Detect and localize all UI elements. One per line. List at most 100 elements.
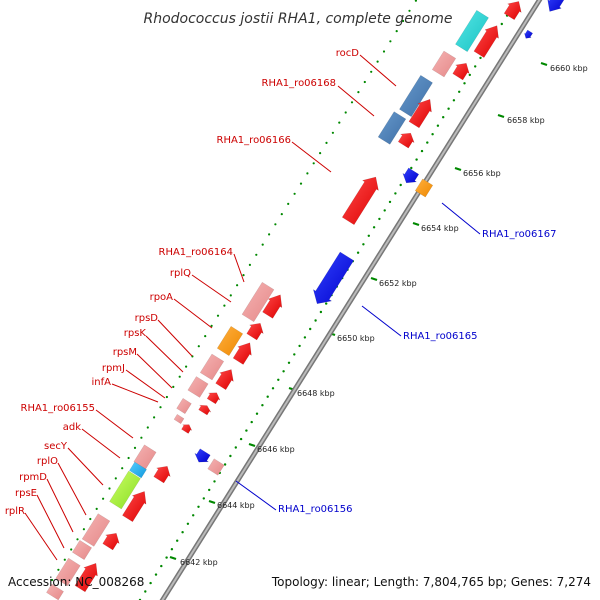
gene-RHA1_ro06168[interactable] xyxy=(377,111,407,145)
gene-label-rpsM[interactable]: rpsM xyxy=(113,347,137,358)
gene-feature[interactable] xyxy=(215,369,234,391)
gene-feature[interactable] xyxy=(74,562,98,593)
ruler-dot xyxy=(388,200,392,204)
strand-dot xyxy=(319,152,322,155)
strand-dot xyxy=(261,243,264,246)
label-leader xyxy=(125,369,166,399)
gene-label-rpmD[interactable]: rpmD xyxy=(19,472,47,483)
gene-label-RHA1_ro06166[interactable]: RHA1_ro06166 xyxy=(217,135,292,146)
gene-rocD[interactable] xyxy=(399,74,433,118)
gene-feature[interactable] xyxy=(431,50,457,78)
ruler-tick xyxy=(497,113,505,119)
gene-rplO[interactable] xyxy=(81,513,111,547)
strand-dot xyxy=(197,345,200,348)
strand-dot xyxy=(395,30,398,33)
label-leader xyxy=(235,480,277,511)
gene-RHA1_ro06165[interactable] xyxy=(312,251,355,304)
gene-label-RHA1_ro06155[interactable]: RHA1_ro06155 xyxy=(21,403,96,414)
gene-feature[interactable] xyxy=(408,98,432,129)
ruler-tick xyxy=(248,442,256,448)
gene-feature[interactable] xyxy=(206,392,221,405)
gene-feature[interactable] xyxy=(503,1,522,21)
gene-feature[interactable] xyxy=(246,322,264,341)
ruler-dot xyxy=(213,480,216,483)
gene-label-secY[interactable]: secY xyxy=(44,441,68,452)
ruler-dot xyxy=(447,107,450,110)
gene-feature[interactable] xyxy=(181,424,193,434)
gene-feature[interactable] xyxy=(102,532,120,551)
gene-label-RHA1_ro06156[interactable]: RHA1_ro06156 xyxy=(278,504,353,515)
gene-feature[interactable] xyxy=(523,29,534,39)
gene-feature[interactable] xyxy=(397,132,415,149)
gene-label-rocD[interactable]: rocD xyxy=(336,48,360,59)
gene-feature[interactable] xyxy=(262,294,283,319)
strand-dot xyxy=(95,507,98,510)
strand-dot xyxy=(76,538,79,541)
gene-secY[interactable] xyxy=(109,470,141,510)
strand-dot xyxy=(306,172,309,175)
gene-feature[interactable] xyxy=(207,458,225,476)
gene-feature[interactable] xyxy=(232,342,252,365)
gene-cyan-feature[interactable] xyxy=(455,9,489,53)
gene-rpmD[interactable] xyxy=(71,539,93,561)
gene-rpsD[interactable] xyxy=(187,376,209,398)
ruler-tick-label: 6644 kbp xyxy=(217,501,255,510)
ruler-dot xyxy=(415,158,418,161)
genome-backbone-highlight xyxy=(161,0,541,600)
strand-dot xyxy=(50,578,54,582)
ruler-dot xyxy=(319,310,323,314)
gene-infA[interactable] xyxy=(173,413,185,425)
label-leader xyxy=(441,202,481,235)
gene-feature[interactable] xyxy=(153,465,171,484)
gene-label-rplQ[interactable]: rplQ xyxy=(170,268,191,279)
ruler-dot xyxy=(431,133,434,136)
gene-rplQ[interactable] xyxy=(216,325,244,357)
gene-rplR[interactable] xyxy=(46,583,64,600)
gene-RHA1_ro06156[interactable] xyxy=(194,448,211,463)
gene-label-RHA1_ro06168[interactable]: RHA1_ro06168 xyxy=(262,78,337,89)
ruler-tick-label: 6648 kbp xyxy=(297,389,335,398)
gene-feature[interactable] xyxy=(402,167,420,184)
ruler-dot xyxy=(383,209,386,212)
label-leader xyxy=(24,512,58,561)
gene-label-RHA1_ro06164[interactable]: RHA1_ro06164 xyxy=(159,247,234,258)
gene-label-infA[interactable]: infA xyxy=(92,377,112,388)
gene-RHA1_ro06164[interactable] xyxy=(241,281,275,323)
gene-RHA1_ro06166[interactable] xyxy=(341,176,379,226)
ruler-dot xyxy=(367,234,370,237)
gene-label-rpoA[interactable]: rpoA xyxy=(150,292,174,303)
gene-feature[interactable] xyxy=(473,25,499,58)
gene-feature[interactable] xyxy=(547,0,566,12)
gene-label-adk[interactable]: adk xyxy=(63,422,81,433)
label-leader xyxy=(46,478,74,533)
gene-RHA1_ro06167[interactable] xyxy=(414,178,434,198)
strand-dot xyxy=(146,426,149,429)
strand-dot xyxy=(178,375,181,378)
ruler-dot xyxy=(500,22,503,26)
gene-feature[interactable] xyxy=(198,404,212,416)
ruler-dot xyxy=(261,404,264,407)
label-leader xyxy=(81,428,121,459)
gene-rpsK[interactable] xyxy=(176,397,192,415)
gene-feature[interactable] xyxy=(452,62,470,81)
label-leader xyxy=(57,462,87,516)
gene-label-rpsD[interactable]: rpsD xyxy=(135,313,159,324)
gene-rpoA[interactable] xyxy=(199,353,225,381)
gene-rpsE[interactable] xyxy=(55,557,81,587)
gene-label-RHA1_ro06167[interactable]: RHA1_ro06167 xyxy=(482,229,557,240)
ruler-tick-label: 6660 kbp xyxy=(550,64,588,73)
gene-feature[interactable] xyxy=(122,491,147,523)
gene-label-rplR[interactable]: rplR xyxy=(5,506,25,517)
gene-adk[interactable] xyxy=(129,461,147,479)
gene-label-rpmJ[interactable]: rpmJ xyxy=(102,363,125,374)
ruler-tick-label: 6654 kbp xyxy=(421,224,459,233)
ruler-dot xyxy=(255,412,259,415)
gene-label-rpsE[interactable]: rpsE xyxy=(15,488,37,499)
ruler-dot xyxy=(452,99,456,102)
gene-label-rpsK[interactable]: rpsK xyxy=(124,328,147,339)
ruler-dots xyxy=(138,5,548,600)
gene-label-RHA1_ro06165[interactable]: RHA1_ro06165 xyxy=(403,331,478,342)
gene-label-rplO[interactable]: rplO xyxy=(37,456,58,467)
label-leaders xyxy=(24,54,481,561)
ruler-dot xyxy=(378,217,381,221)
